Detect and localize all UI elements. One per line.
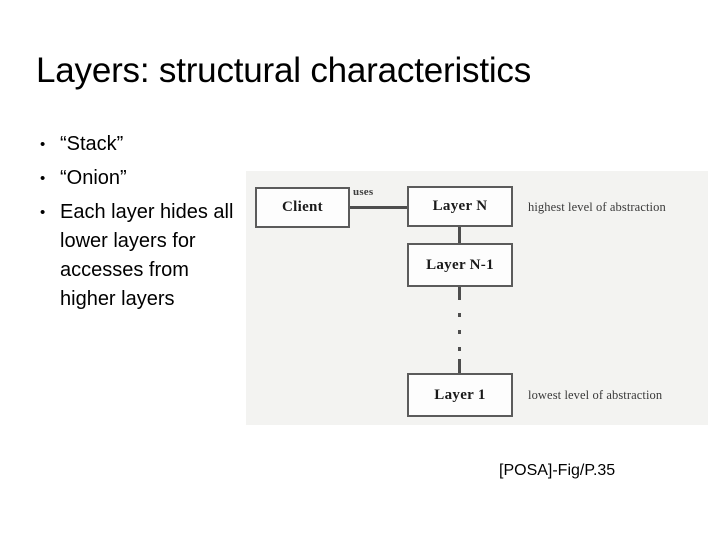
connector-label-uses: uses [353,186,374,198]
diagram-box-layer-1: Layer 1 [407,373,513,417]
annotation-highest-abstraction: highest level of abstraction [528,200,666,214]
annotation-lowest-abstraction: lowest level of abstraction [528,388,663,402]
bullet-list: • “Stack” • “Onion” • Each layer hides a… [34,130,249,319]
connector-layer-n-to-layer-n-1 [458,227,461,244]
list-item-label: “Onion” [60,167,127,189]
layers-diagram: Client uses Layer N Layer N-1 Layer 1 hi… [246,171,708,425]
bullet-icon: • [40,204,46,221]
bullet-icon: • [40,136,46,153]
list-item-label: Each layer hides all lower layers for ac… [60,201,234,310]
page-title: Layers: structural characteristics [36,51,532,90]
connector-dotted-ellipsis [458,287,461,373]
list-item: • “Onion” [34,164,249,193]
diagram-box-client: Client [255,187,350,228]
diagram-box-layer-n: Layer N [407,186,513,227]
figure-source-credit: [POSA]-Fig/P.35 [499,462,616,479]
list-item: • Each layer hides all lower layers for … [34,198,249,314]
connector-client-to-layer-n [350,206,407,209]
list-item-label: “Stack” [60,133,124,155]
bullet-icon: • [40,170,46,187]
diagram-box-layer-n-minus-1: Layer N-1 [407,243,513,287]
list-item: • “Stack” [34,130,249,159]
